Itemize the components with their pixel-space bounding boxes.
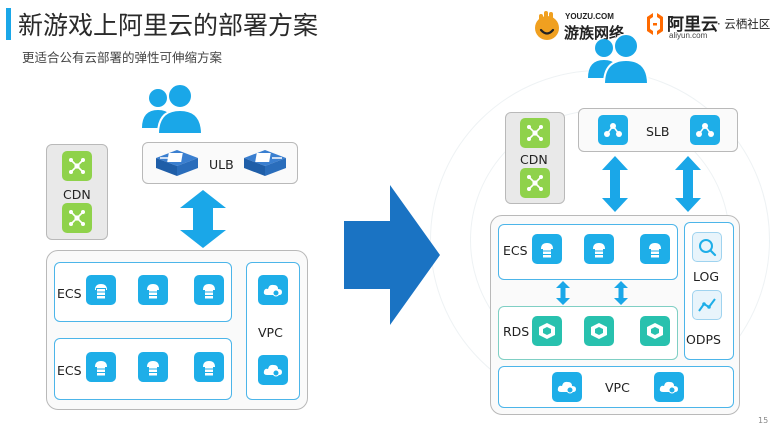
page-number: 15 — [758, 416, 769, 425]
vpc-label: VPC — [605, 380, 630, 395]
youzu-logo-cn: 游族网络 — [564, 24, 625, 42]
youzu-hand-icon — [535, 11, 559, 40]
ecs-label: ECS — [57, 286, 82, 301]
rds-database-icon — [640, 316, 670, 346]
load-balancer-icon — [244, 150, 286, 176]
title-accent-bar — [6, 8, 11, 40]
load-balancer-icon — [156, 150, 198, 176]
log-label: LOG — [693, 269, 720, 284]
users-icon — [588, 34, 650, 84]
cdn-label: CDN — [520, 152, 548, 167]
vertical-double-arrow-icon — [675, 156, 701, 212]
odps-service-icon — [692, 290, 722, 320]
log-service-icon — [692, 232, 722, 262]
ulb-label: ULB — [209, 157, 234, 172]
slb-node-icon — [690, 115, 720, 145]
page-subtitle: 更适合公有云部署的弹性可伸缩方案 — [22, 50, 223, 65]
ecs-server-icon — [138, 352, 168, 382]
slb-node-icon — [598, 115, 628, 145]
vpc-cloud-icon — [258, 355, 288, 385]
cdn-label: CDN — [63, 187, 91, 202]
rds-database-icon — [532, 316, 562, 346]
ecs-server-icon — [194, 275, 224, 305]
cdn-node-icon — [62, 151, 92, 181]
ecs-server-icon — [640, 234, 670, 264]
page-title: 新游戏上阿里云的部署方案 — [18, 11, 319, 40]
small-double-arrow-icon — [556, 281, 570, 305]
vpc-cloud-icon — [654, 372, 684, 402]
users-icon — [142, 84, 204, 134]
vertical-double-arrow-icon — [180, 190, 226, 248]
ecs-label: ECS — [57, 363, 82, 378]
vpc-box — [498, 366, 734, 408]
ecs-label: ECS — [503, 243, 528, 258]
ecs-server-icon — [194, 352, 224, 382]
ecs-server-icon — [584, 234, 614, 264]
ecs-server-icon — [86, 275, 116, 305]
rds-label: RDS — [503, 324, 530, 339]
youzu-logo: YOUZU.COM 游族网络 — [533, 10, 628, 44]
odps-label: ODPS — [686, 332, 721, 347]
cdn-node-icon — [520, 118, 550, 148]
ecs-server-icon — [532, 234, 562, 264]
vpc-label: VPC — [258, 325, 283, 340]
ecs-server-icon — [86, 352, 116, 382]
vertical-double-arrow-icon — [602, 156, 628, 212]
vpc-cloud-icon — [552, 372, 582, 402]
cdn-node-icon — [62, 203, 92, 233]
ecs-server-icon — [138, 275, 168, 305]
transition-arrow-icon — [344, 185, 440, 325]
aliyun-logo-cn: 阿里云 — [667, 15, 718, 35]
aliyun-logo-icon — [647, 13, 663, 35]
vpc-cloud-icon — [258, 275, 288, 305]
community-label: · 云栖社区 — [717, 17, 771, 31]
rds-database-icon — [584, 316, 614, 346]
small-double-arrow-icon — [614, 281, 628, 305]
aliyun-logo-en: aliyun.com — [669, 31, 708, 40]
cdn-node-icon — [520, 168, 550, 198]
youzu-logo-en: YOUZU.COM — [565, 12, 614, 21]
slb-label: SLB — [646, 124, 670, 139]
aliyun-logo: 阿里云 aliyun.com · 云栖社区 — [645, 8, 775, 44]
